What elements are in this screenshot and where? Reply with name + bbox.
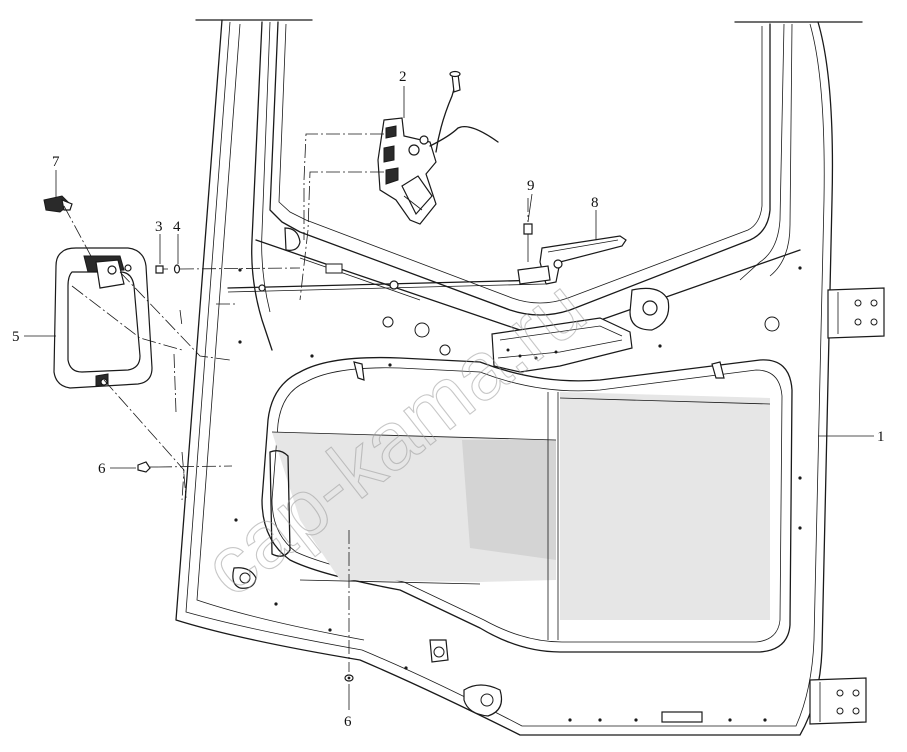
panel-holes	[232, 227, 802, 723]
callout-screw-bottom: 6	[344, 714, 352, 730]
screw-left-part	[137, 461, 158, 473]
callout-handle-trim: 5	[12, 329, 20, 345]
callout-screw-left: 6	[98, 461, 106, 477]
nut-part	[523, 223, 533, 262]
handle-lever-part	[43, 195, 73, 213]
callout-door-lock: 2	[399, 69, 407, 85]
door-lock-part	[377, 70, 499, 225]
callout-handle-lever: 7	[52, 154, 60, 170]
washer-part	[173, 264, 181, 274]
callout-nut: 9	[527, 178, 535, 194]
inner-handle-part	[517, 235, 627, 285]
door-shell	[175, 19, 863, 736]
callout-door-panel: 1	[877, 429, 885, 445]
callout-labels: 1 2 3 4 5 6 6 7 8 9	[12, 69, 885, 730]
assembly-lines	[63, 133, 529, 672]
reinforcement-bracket	[491, 317, 633, 373]
callout-bolt: 3	[155, 219, 163, 235]
lower-hinge	[809, 677, 867, 725]
leader-lines	[24, 86, 874, 710]
bolt-part	[155, 265, 168, 274]
upper-hinge	[827, 287, 885, 339]
inner-panel-opening	[261, 356, 793, 653]
callout-washer: 4	[173, 219, 181, 235]
lock-rod	[227, 279, 546, 293]
callout-inner-handle: 8	[591, 195, 599, 211]
screw-bottom-part	[344, 674, 354, 682]
handle-trim-part	[53, 247, 153, 389]
